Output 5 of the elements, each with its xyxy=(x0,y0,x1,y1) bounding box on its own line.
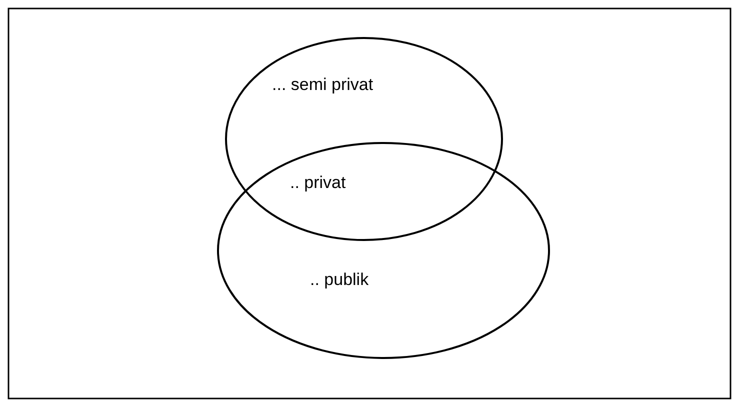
ellipse-region xyxy=(225,37,503,241)
overlap-label: .. privat xyxy=(290,173,346,193)
ellipse-region xyxy=(217,142,550,359)
region-label: ... semi privat xyxy=(272,75,374,95)
region-label: .. publik xyxy=(310,270,369,290)
